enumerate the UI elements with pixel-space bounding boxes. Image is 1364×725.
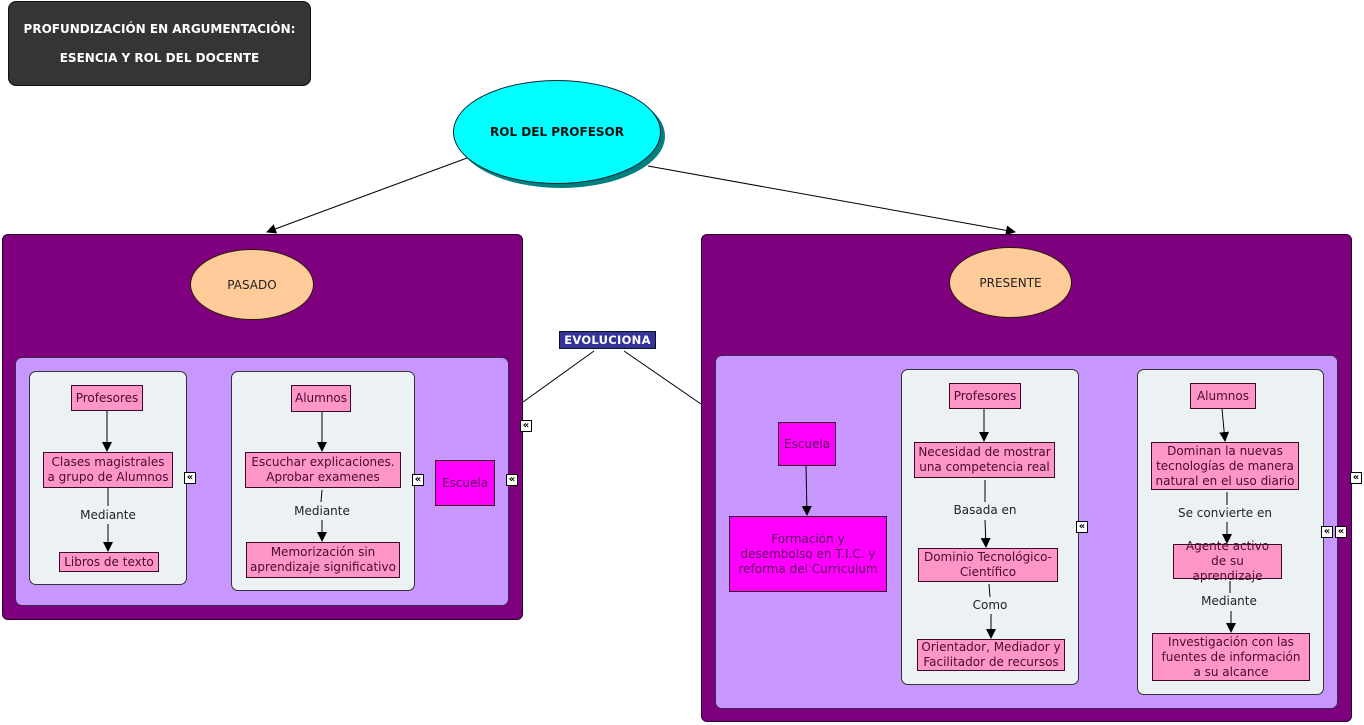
- collapse-icon[interactable]: «: [520, 420, 532, 432]
- link-label-basada-en: Basada en: [950, 503, 1020, 517]
- oval-pasado[interactable]: PASADO: [190, 249, 314, 320]
- node-label: Profesores: [953, 388, 1017, 403]
- node-escuchar-explicaciones[interactable]: Escuchar explicaciones. Aprobar examenes: [245, 452, 401, 488]
- link-label-mediante: Mediante: [290, 504, 354, 518]
- node-clases-magistrales[interactable]: Clases magistrales a grupo de Alumnos: [43, 452, 173, 488]
- node-dominio-tecnologico[interactable]: Dominio Tecnológico-Científico: [918, 548, 1058, 582]
- title-box: PROFUNDIZACIÓN EN ARGUMENTACIÓN: ESENCIA…: [8, 1, 311, 86]
- node-label: Alumnos: [294, 391, 348, 405]
- node-label: Escuela: [783, 436, 831, 451]
- node-label: Profesores: [75, 390, 139, 405]
- node-label: Agente activo de su aprendizaje: [1185, 539, 1270, 583]
- oval-pasado-label: PASADO: [227, 277, 277, 292]
- node-label: Clases magistrales a grupo de Alumnos: [47, 455, 169, 484]
- node-libros-de-texto[interactable]: Libros de texto: [59, 552, 159, 572]
- node-label: Escuela: [441, 475, 489, 490]
- group-presente-profesores[interactable]: [901, 369, 1079, 685]
- node-label: Alumnos: [1196, 388, 1250, 403]
- node-dominan-tecnologias[interactable]: Dominan la nuevas tecnologías de manera …: [1151, 442, 1299, 490]
- node-agente-activo[interactable]: Agente activo de su aprendizaje: [1173, 539, 1282, 583]
- collapse-icon[interactable]: «: [1350, 472, 1362, 484]
- node-investigacion[interactable]: Investigación con las fuentes de informa…: [1152, 633, 1310, 681]
- node-label: Investigación con las fuentes de informa…: [1161, 634, 1301, 679]
- node-label: Libros de texto: [64, 554, 154, 569]
- node-presente-escuela[interactable]: Escuela: [778, 422, 836, 466]
- node-memorizacion[interactable]: Memorización sin aprendizaje significati…: [246, 542, 400, 578]
- link-label-mediante: Mediante: [76, 508, 140, 522]
- node-presente-profesores[interactable]: Profesores: [949, 383, 1021, 409]
- node-label: Escuchar explicaciones. Aprobar examenes: [251, 455, 395, 484]
- oval-presente[interactable]: PRESENTE: [949, 247, 1072, 318]
- node-presente-alumnos[interactable]: Alumnos: [1190, 383, 1256, 409]
- oval-presente-label: PRESENTE: [979, 275, 1042, 290]
- collapse-icon[interactable]: «: [1321, 526, 1333, 538]
- node-label: Dominio Tecnológico-Científico: [923, 550, 1053, 579]
- node-pasado-escuela[interactable]: Escuela: [435, 460, 495, 506]
- node-necesidad-competencia[interactable]: Necesidad de mostrar una competencia rea…: [914, 442, 1055, 478]
- node-pasado-alumnos[interactable]: Alumnos: [291, 385, 351, 412]
- collapse-icon[interactable]: «: [412, 474, 424, 486]
- node-label: Orientador, Mediador y Facilitador de re…: [921, 640, 1061, 669]
- node-label: Dominan la nuevas tecnologías de manera …: [1155, 443, 1295, 488]
- root-node-rol-del-profesor[interactable]: ROL DEL PROFESOR: [453, 80, 661, 184]
- node-label: Formación y desembolso en T.I.C. y refor…: [738, 531, 878, 576]
- edge-root-pasado: [266, 157, 468, 234]
- node-label: Necesidad de mostrar una competencia rea…: [918, 445, 1051, 474]
- link-label-mediante: Mediante: [1198, 594, 1260, 608]
- node-formacion-tic[interactable]: Formación y desembolso en T.I.C. y refor…: [729, 516, 887, 592]
- title-line-2: ESENCIA Y ROL DEL DOCENTE: [59, 51, 260, 65]
- edge-evoluciona-left: [522, 350, 595, 403]
- edge-root-presente: [647, 165, 1016, 236]
- collapse-icon[interactable]: «: [1076, 521, 1088, 533]
- edge-evoluciona-right: [623, 350, 702, 405]
- link-label-se-convierte-en: Se convierte en: [1174, 506, 1276, 520]
- collapse-icon[interactable]: «: [506, 474, 518, 486]
- collapse-icon[interactable]: «: [184, 472, 196, 484]
- collapse-icon[interactable]: «: [1335, 526, 1347, 538]
- link-label-evoluciona: EVOLUCIONA: [559, 331, 656, 349]
- node-orientador-mediador[interactable]: Orientador, Mediador y Facilitador de re…: [917, 639, 1065, 671]
- node-pasado-profesores[interactable]: Profesores: [71, 385, 143, 411]
- title-line-1: PROFUNDIZACIÓN EN ARGUMENTACIÓN:: [23, 22, 296, 36]
- root-node-label: ROL DEL PROFESOR: [490, 125, 624, 139]
- link-label-como: Como: [968, 598, 1012, 612]
- node-label: Memorización sin aprendizaje significati…: [250, 545, 396, 574]
